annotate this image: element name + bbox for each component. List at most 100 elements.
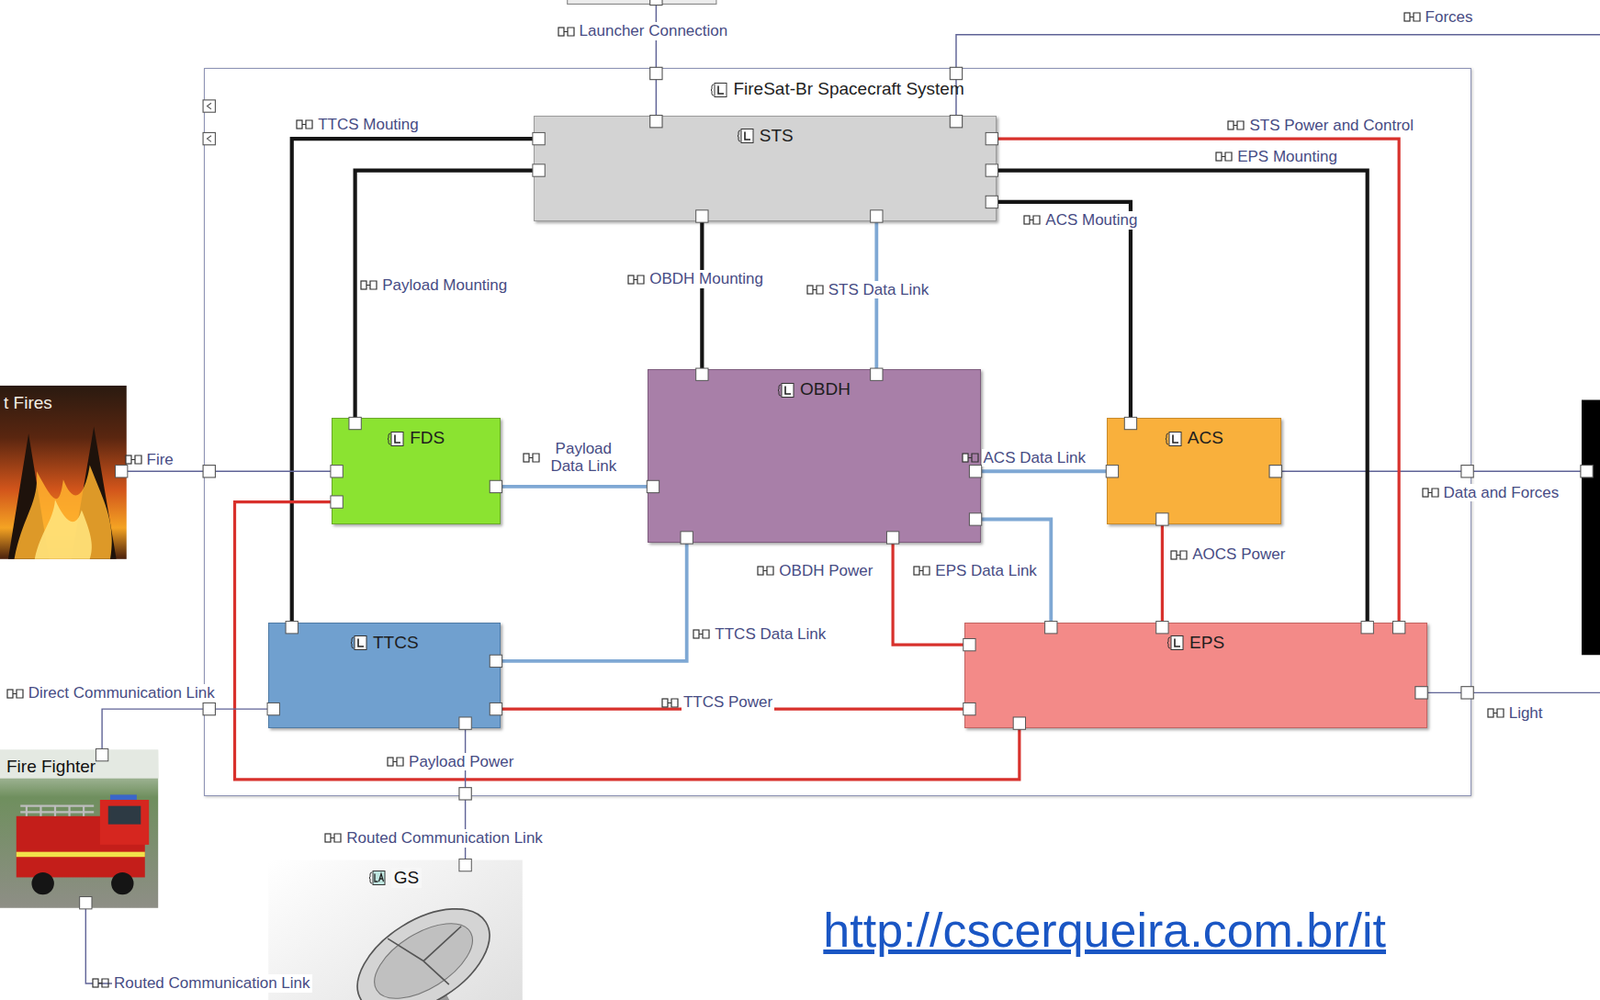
node-title: STS	[759, 125, 794, 147]
connector	[996, 202, 1131, 419]
icon-part	[1228, 121, 1234, 130]
node-header: TTCS	[269, 623, 500, 654]
connector-icon	[6, 687, 24, 700]
connector-label: Fire	[124, 450, 176, 470]
flame	[34, 499, 92, 559]
port	[696, 368, 709, 381]
connector-icon	[522, 451, 541, 464]
node-header: OBDH	[648, 370, 980, 401]
antenna-dish	[339, 887, 508, 1000]
connector-label: Routed Communication Link	[91, 974, 313, 993]
port	[650, 115, 663, 128]
node-header: EPS	[965, 623, 1427, 654]
icon-frame	[781, 383, 794, 397]
icon-part	[1029, 215, 1040, 225]
connector	[292, 138, 534, 623]
icon-glyph	[374, 873, 384, 882]
node-header: ACS	[1107, 418, 1281, 450]
icon-part	[302, 120, 313, 129]
connector-name: OBDH Mounting	[647, 270, 766, 289]
icon-part	[1221, 152, 1232, 161]
connector-name: TTCS Data Link	[712, 625, 828, 644]
node-title: Fire Fighter	[3, 756, 99, 778]
icon-part	[1409, 12, 1420, 22]
port	[349, 416, 361, 429]
node-header: FireSat-Br Spacecraft System	[204, 68, 1471, 101]
port-label: Data and Forces	[1421, 484, 1562, 503]
icon-part	[330, 833, 341, 843]
node-title: TTCS	[372, 632, 419, 654]
port	[202, 465, 215, 478]
port	[532, 164, 545, 177]
icon-part	[393, 757, 404, 767]
icon-part	[98, 979, 109, 988]
icon-brace	[369, 872, 372, 884]
connector	[235, 502, 1020, 780]
icon-glyph	[785, 385, 791, 395]
port	[1156, 513, 1169, 526]
connector-label: ACS Data Link	[961, 449, 1089, 468]
subsystem-box: EPS	[964, 622, 1428, 730]
icon-frame	[354, 636, 367, 651]
port	[870, 368, 883, 381]
connector-icon	[806, 283, 824, 296]
port	[870, 210, 883, 223]
icon-part	[1233, 121, 1244, 130]
connector-name: Direct Communication Link	[26, 684, 217, 703]
icon-part	[757, 566, 764, 575]
connector-name: Routed Communication Link	[112, 974, 313, 993]
icon-part	[523, 453, 530, 462]
icon-brace	[737, 130, 741, 142]
icon-brace	[710, 84, 714, 96]
connector-name: ACS Data Link	[981, 449, 1089, 468]
connector-label: STS Power and Control	[1227, 116, 1416, 136]
connector-name: AOCS Power	[1190, 545, 1287, 564]
icon-brace	[1167, 637, 1171, 649]
connector-label: ACS Mouting	[1023, 211, 1139, 230]
port	[489, 654, 502, 667]
stereotype-icon	[1167, 634, 1184, 652]
node-title: OBDH	[800, 379, 851, 401]
connector	[980, 469, 1108, 474]
connector-icon	[627, 273, 645, 286]
icon-part	[1216, 152, 1222, 161]
truck-ladder	[20, 806, 94, 817]
port	[969, 465, 981, 478]
icon-part	[325, 833, 331, 843]
connector	[699, 221, 704, 370]
connector-label: OBDH Power	[756, 562, 875, 581]
connector	[85, 908, 269, 984]
port	[1580, 465, 1593, 478]
icon-brace	[387, 433, 391, 445]
port	[1361, 621, 1374, 634]
port	[1105, 465, 1118, 478]
port	[1124, 416, 1137, 429]
port	[985, 164, 998, 177]
connector	[355, 170, 534, 419]
connector	[500, 542, 687, 662]
icon-part	[1176, 551, 1187, 560]
icon-frame	[741, 128, 754, 143]
connector-icon	[324, 832, 342, 845]
connector	[996, 138, 1399, 623]
port	[115, 465, 128, 478]
connector-label: EPS Data Link	[912, 562, 1039, 581]
port	[650, 67, 663, 79]
connector-name: ACS Mouting	[1043, 211, 1139, 230]
port	[1013, 717, 1026, 730]
port	[646, 480, 659, 493]
icon-glyph	[394, 434, 401, 443]
port	[532, 132, 545, 145]
port	[459, 858, 472, 871]
icon-part	[968, 453, 979, 462]
port-label: Light	[1487, 704, 1545, 723]
icon-part	[558, 27, 564, 36]
port	[202, 100, 215, 113]
icon-part	[296, 120, 303, 129]
icon-part	[1487, 709, 1494, 718]
connector-icon	[756, 564, 775, 577]
connector	[1160, 524, 1164, 623]
forces-wire	[956, 34, 1600, 116]
port	[79, 897, 92, 910]
port	[489, 480, 502, 493]
